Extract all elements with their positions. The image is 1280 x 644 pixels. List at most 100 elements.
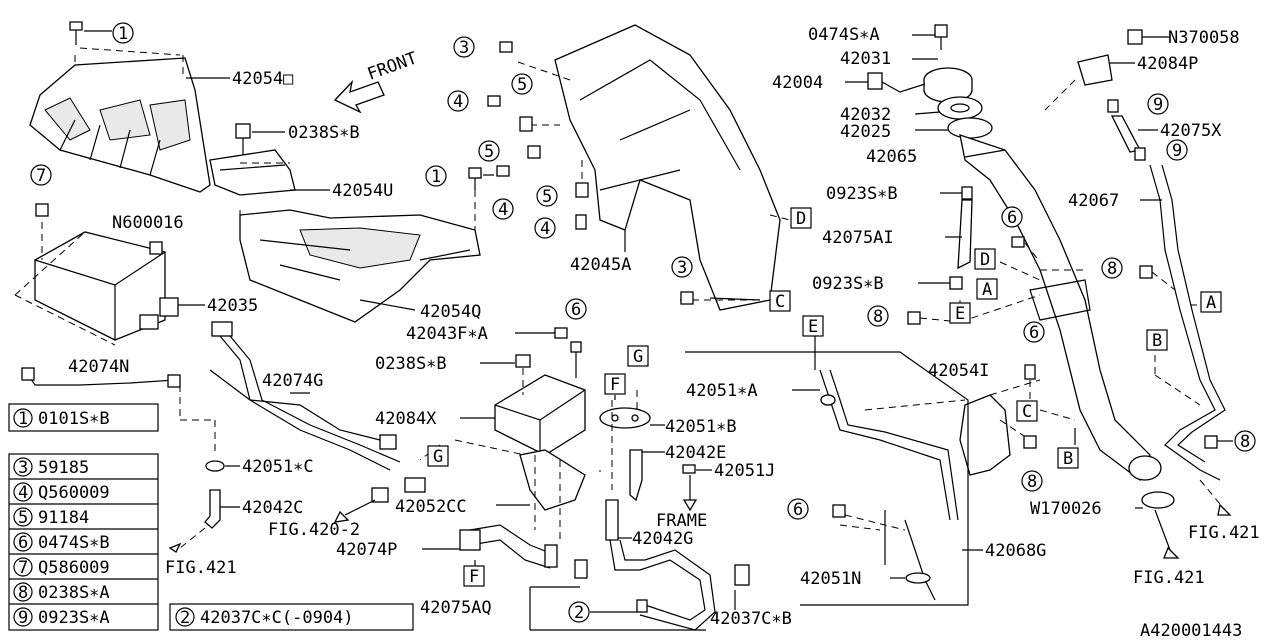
ref-box-g[interactable]: G xyxy=(627,345,649,367)
svg-text:4: 4 xyxy=(498,200,508,220)
clamp-w170026[interactable] xyxy=(1141,491,1175,509)
svg-text:E: E xyxy=(955,304,965,324)
label-frame: FRAME xyxy=(656,511,707,531)
label-0923sb-2: 0923S∗B xyxy=(812,274,884,294)
bolt-icon xyxy=(1024,364,1036,380)
ref-box-e[interactable]: E xyxy=(802,315,824,337)
callout-8[interactable]: 8 xyxy=(1101,257,1123,279)
filler-pipe-42065[interactable] xyxy=(959,134,1162,482)
callout-8[interactable]: 8 xyxy=(1021,470,1043,492)
grommet-42051n[interactable] xyxy=(904,519,936,601)
nut-icon xyxy=(235,123,251,155)
bolt-icon xyxy=(519,116,533,132)
ref-box-f[interactable]: F xyxy=(463,565,485,587)
callout-6[interactable]: 6 xyxy=(787,498,809,520)
callout-8[interactable]: 8 xyxy=(1234,430,1256,452)
callout-8[interactable]: 8 xyxy=(867,305,889,327)
svg-text:7: 7 xyxy=(36,166,46,186)
ref-box-e[interactable]: E xyxy=(949,302,971,324)
svg-text:5: 5 xyxy=(18,508,28,528)
callout-9[interactable]: 9 xyxy=(1166,139,1188,161)
nut-icon xyxy=(1204,435,1218,449)
heat-shield-42054q[interactable] xyxy=(239,209,481,323)
heat-shield-42054u[interactable] xyxy=(209,149,296,196)
svg-text:6: 6 xyxy=(571,300,581,320)
seal-42025[interactable] xyxy=(947,117,993,139)
hose-42075x[interactable] xyxy=(1110,115,1141,153)
grommet-42051b[interactable] xyxy=(599,407,651,429)
pipe-42042c[interactable] xyxy=(204,489,221,529)
bolt-icon xyxy=(832,504,846,518)
pipe-42042e[interactable] xyxy=(629,449,643,502)
svg-text:9: 9 xyxy=(18,608,28,628)
callout-9[interactable]: 9 xyxy=(1147,93,1169,115)
bolt-icon xyxy=(499,41,513,53)
bolt-42051j[interactable] xyxy=(682,464,696,474)
ref-box-a[interactable]: A xyxy=(976,278,998,300)
callout-5[interactable]: 5 xyxy=(536,185,558,207)
ref-box-b[interactable]: B xyxy=(1146,329,1168,351)
tube-42051a[interactable] xyxy=(819,369,959,521)
heat-shield-42054i[interactable] xyxy=(959,394,1011,476)
callout-7[interactable]: 7 xyxy=(30,164,52,186)
ref-box-a[interactable]: A xyxy=(1200,291,1222,313)
svg-text:6: 6 xyxy=(1029,323,1039,343)
nut-icon xyxy=(907,311,921,325)
svg-text:4: 4 xyxy=(540,219,550,239)
clip-icon xyxy=(1134,147,1146,161)
ref-box-c[interactable]: C xyxy=(769,290,791,312)
callout-6[interactable]: 6 xyxy=(1023,321,1045,343)
callout-4[interactable]: 4 xyxy=(447,90,469,112)
heat-shield-42045a[interactable] xyxy=(554,24,781,311)
hose-assembly-42074g[interactable] xyxy=(209,321,426,503)
bolt-icon xyxy=(487,95,501,107)
callout-3[interactable]: 3 xyxy=(671,256,693,278)
label-42065: 42065 xyxy=(866,147,917,167)
label-42051j: 42051J xyxy=(714,461,775,481)
valve-42084x[interactable] xyxy=(494,374,586,456)
ref-box-g[interactable]: G xyxy=(427,445,449,467)
label-42084p: 42084P xyxy=(1137,54,1198,74)
label-42042e: 42042E xyxy=(665,443,726,463)
callout-3[interactable]: 3 xyxy=(453,36,475,58)
ref-box-d[interactable]: D xyxy=(974,248,996,270)
hose-42074p[interactable] xyxy=(459,524,558,569)
callout-2[interactable]: 2 xyxy=(568,601,590,623)
gasket-42032[interactable] xyxy=(937,96,983,120)
callout-1[interactable]: 1 xyxy=(112,22,134,44)
label-0923sb-1: 0923S∗B xyxy=(826,184,898,204)
callout-5[interactable]: 5 xyxy=(478,140,500,162)
heat-shield-42054o[interactable] xyxy=(29,57,211,193)
callout-4[interactable]: 4 xyxy=(534,217,556,239)
callout-6[interactable]: 6 xyxy=(565,298,587,320)
label-w170026: W170026 xyxy=(1030,499,1102,519)
hose-42042g[interactable] xyxy=(605,499,716,631)
ref-box-b[interactable]: B xyxy=(1057,447,1079,469)
hose-42075ai[interactable] xyxy=(957,199,973,270)
svg-text:9: 9 xyxy=(1172,141,1182,161)
clip-42051c[interactable] xyxy=(205,460,225,472)
ref-box-d[interactable]: D xyxy=(790,207,812,229)
ref-box-f[interactable]: F xyxy=(604,373,626,395)
callout-4[interactable]: 4 xyxy=(492,198,514,220)
label-0238sb-top: 0238S∗B xyxy=(288,123,360,143)
nut-icon xyxy=(35,203,49,217)
callout-5[interactable]: 5 xyxy=(511,73,533,95)
tether-42004[interactable] xyxy=(867,72,926,93)
svg-text:0474S∗B: 0474S∗B xyxy=(38,533,110,553)
canister-42035[interactable] xyxy=(34,231,179,341)
hose-42074n[interactable] xyxy=(21,367,181,388)
clip-42037cb[interactable] xyxy=(734,564,750,586)
front-arrow-icon xyxy=(333,79,385,114)
svg-text:4: 4 xyxy=(453,92,463,112)
bracket-42052cc[interactable] xyxy=(519,449,586,511)
valve-42084p[interactable] xyxy=(1077,54,1113,86)
ref-box-c[interactable]: C xyxy=(1016,400,1038,422)
callout-6[interactable]: 6 xyxy=(1001,206,1023,228)
legend-top-part: 0101S∗B xyxy=(38,409,110,429)
callout-1[interactable]: 1 xyxy=(425,165,447,187)
pipe-42067[interactable] xyxy=(1149,164,1226,481)
